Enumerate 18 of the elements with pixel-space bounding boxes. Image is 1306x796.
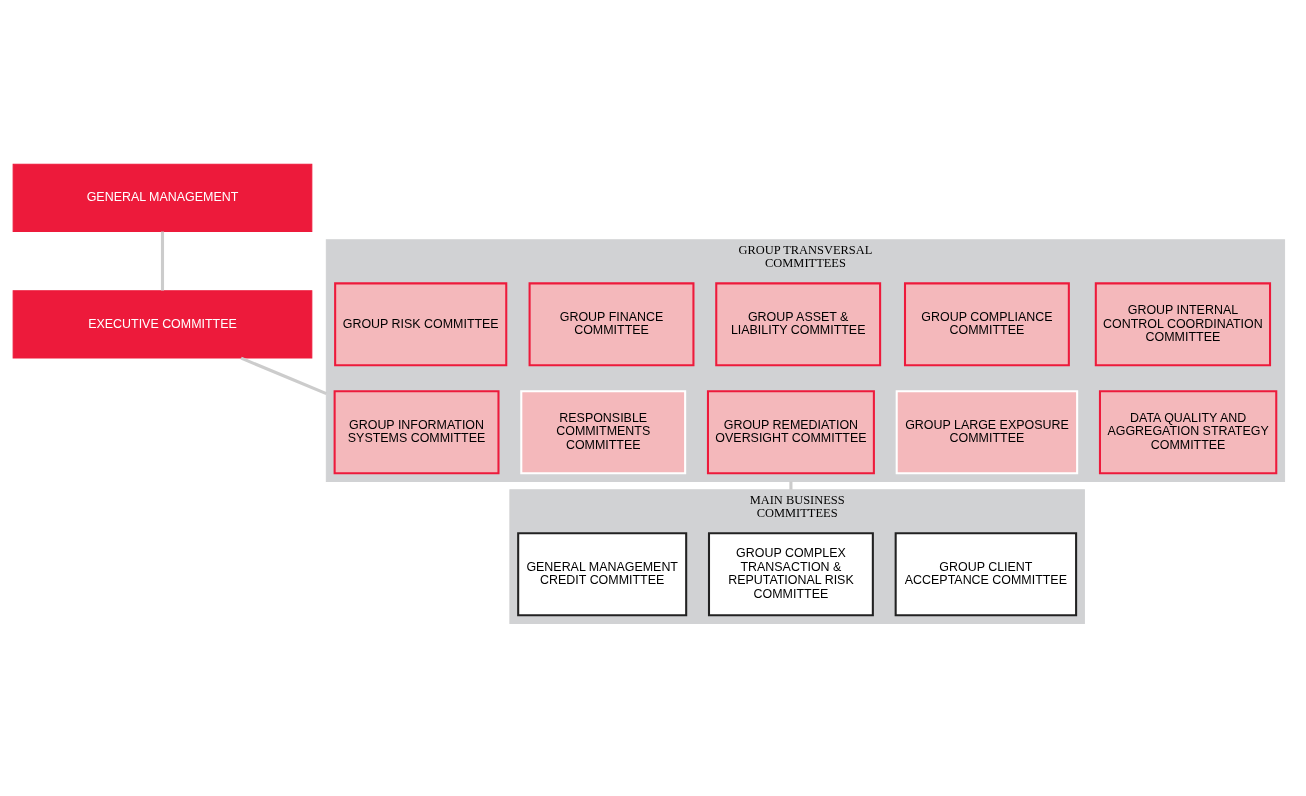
node-box: GENERAL MANAGEMENT CREDIT COMMITTEE — [517, 532, 688, 617]
node-box: GROUP COMPLIANCE COMMITTEE — [903, 282, 1070, 367]
node-box: GROUP INTERNAL CONTROL COORDINATION COMMITTEE — [1094, 282, 1272, 367]
node-box: DATA QUALITY AND AGGREGATION STRATEGY COMMITTEE — [1098, 390, 1278, 475]
node-box: GROUP LARGE EXPOSURE COMMITTEE — [895, 390, 1079, 475]
connector — [240, 356, 327, 396]
connector — [160, 231, 165, 291]
node-box: RESPONSIBLE COMMITMENTS COMMITTEE — [520, 390, 687, 475]
node-box: EXECUTIVE COMMITTEE — [12, 290, 313, 359]
node-box: GENERAL MANAGEMENT — [12, 163, 313, 233]
node-box: GROUP ASSET & LIABILITY COMMITTEE — [715, 282, 882, 367]
node-box: GROUP REMEDIATION OVERSIGHT COMMITTEE — [706, 390, 875, 475]
node-box: GROUP CLIENT ACCEPTANCE COMMITTEE — [894, 532, 1078, 617]
node-box: GROUP FINANCE COMMITTEE — [528, 282, 695, 367]
node-box: GROUP COMPLEX TRANSACTION & REPUTATIONAL RISK COMMITTEE — [707, 532, 874, 617]
node-box: GROUP RISK COMMITTEE — [334, 282, 508, 367]
connector — [789, 481, 793, 490]
node-box: GROUP INFORMATION SYSTEMS COMMITTEE — [333, 390, 500, 475]
